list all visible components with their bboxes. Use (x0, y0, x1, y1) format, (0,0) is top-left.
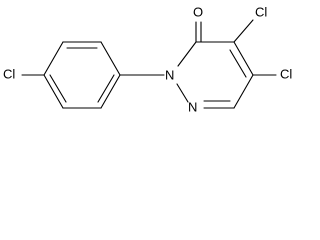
pyridazinone-ring (176, 41, 254, 109)
bond-c5-c6 (233, 74, 254, 109)
bond-ring-inner-3 (49, 74, 67, 103)
atom-cl-c4: Cl (255, 4, 267, 19)
atom-n2: N (165, 67, 174, 82)
bond-ring-f (43, 74, 64, 109)
atom-n1: N (188, 99, 197, 114)
atom-cl-c5: Cl (280, 66, 292, 81)
atom-cl-aryl: Cl (3, 66, 15, 81)
bond-ring-inner-2 (97, 74, 115, 103)
bond-c4-cl (233, 19, 254, 43)
bond-ring-a (43, 41, 64, 76)
bond-ring-d (100, 74, 121, 109)
bond-n1-n2 (176, 83, 189, 103)
bond-ring-c (100, 41, 121, 76)
bond-c4-c5-inner (229, 49, 247, 78)
atom-o-carbonyl: O (193, 4, 203, 19)
structural-formula: Cl N N O Cl Cl (3, 4, 292, 114)
bond-c4-c5 (233, 41, 254, 76)
chlorophenyl-ring (43, 41, 121, 109)
bond-n2-c3 (177, 41, 197, 67)
